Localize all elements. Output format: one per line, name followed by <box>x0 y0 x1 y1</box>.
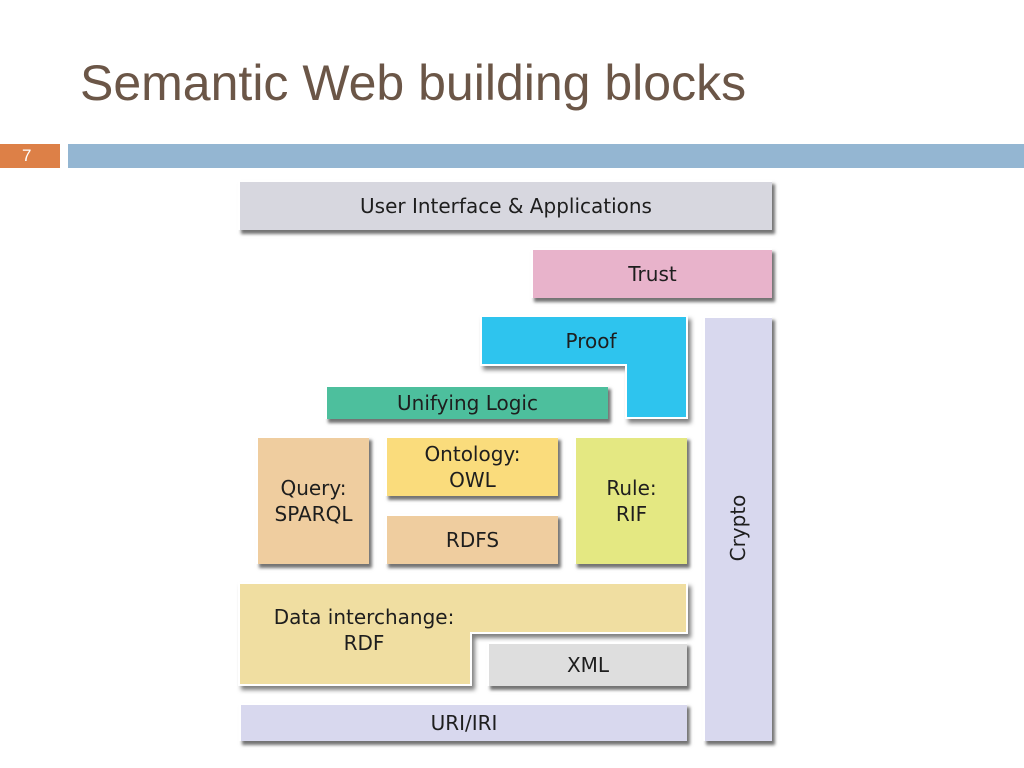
slide-title: Semantic Web building blocks <box>80 55 747 111</box>
block-ontology-owl: Ontology: OWL <box>385 436 558 496</box>
block-trust: Trust <box>531 248 772 298</box>
block-user-interface-applications: User Interface & Applications <box>238 180 772 230</box>
label-proof: Proof <box>565 329 617 353</box>
block-rule-rif: Rule: RIF <box>574 436 687 564</box>
block-query-sparql: Query: SPARQL <box>256 436 369 564</box>
block-rdfs: RDFS <box>385 514 558 564</box>
label-data-interchange-rdf: Data interchange: RDF <box>273 605 455 655</box>
block-crypto: Crypto <box>703 316 772 741</box>
header-divider-bar <box>68 144 1024 168</box>
page-number-badge: 7 <box>0 144 60 168</box>
block-xml: XML <box>487 642 687 686</box>
block-unifying-logic: Unifying Logic <box>325 385 608 419</box>
label-crypto: Crypto <box>726 494 750 562</box>
block-data-interchange-rdf <box>238 582 688 686</box>
block-uri-iri: URI/IRI <box>239 703 687 741</box>
block-proof <box>480 315 688 419</box>
